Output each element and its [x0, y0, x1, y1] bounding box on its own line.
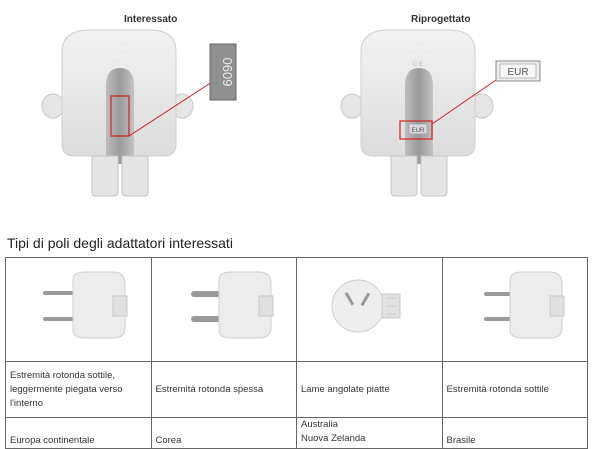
- description-cell: Lame angolate piatte: [296, 361, 443, 418]
- table-row-countries: Europa continentale Corea Australia Nuov…: [5, 417, 588, 449]
- description-cell: Estremità rotonda sottile, leggermente p…: [5, 361, 152, 418]
- plug-image-cell: [150, 257, 297, 362]
- country-cell: Europa continentale: [5, 417, 152, 449]
- table-row-images: [5, 257, 588, 362]
- affected-zoom-code: 0609: [220, 58, 235, 87]
- australia-plug-flat-blades-icon: [331, 279, 401, 333]
- country-cell: Australia Nuova Zelanda: [296, 417, 443, 449]
- brazil-plug-thin-pins-icon: [483, 271, 565, 339]
- svg-text:· · · · · · ·: · · · · · · ·: [109, 58, 129, 64]
- redesigned-label: Riprogettato: [411, 14, 471, 25]
- section-title: Tipi di poli degli adattatori interessat…: [7, 235, 233, 251]
- svg-text:· · · · · · · ·: · · · · · · · ·: [107, 42, 130, 48]
- plug-image-cell: [441, 257, 588, 362]
- plug-image-cell: [296, 257, 443, 362]
- description-cell: Estremità rotonda sottile: [441, 361, 588, 418]
- svg-text:· · · · · · · · ·: · · · · · · · · ·: [405, 50, 431, 56]
- svg-text:· · · · · · · ·: · · · · · · · ·: [406, 42, 429, 48]
- country-cell: Brasile: [441, 417, 588, 449]
- affected-label: Interessato: [124, 14, 178, 25]
- plug-types-table: Estremità rotonda sottile, leggermente p…: [5, 257, 588, 449]
- plug-image-cell: [5, 257, 152, 362]
- redesigned-zoom-code: EUR: [507, 67, 528, 78]
- svg-text:C E: C E: [413, 62, 423, 68]
- affected-adapter-photo: · · · · · · · · · · · · · · · · · · · · …: [41, 29, 237, 197]
- redesigned-adapter-photo: · · · · · · · · · · · · · · · · · C E EU…: [340, 29, 541, 197]
- country-cell: Corea: [150, 417, 297, 449]
- redesigned-slot-marking: EUR: [412, 128, 425, 134]
- korea-plug-thick-pins-icon: [190, 271, 274, 339]
- table-row-descriptions: Estremità rotonda sottile, leggermente p…: [5, 361, 588, 418]
- description-cell: Estremità rotonda spessa: [150, 361, 297, 418]
- svg-text:· · · · · ·: · · · · · ·: [111, 50, 128, 56]
- euro-plug-curved-pins-icon: [43, 271, 128, 339]
